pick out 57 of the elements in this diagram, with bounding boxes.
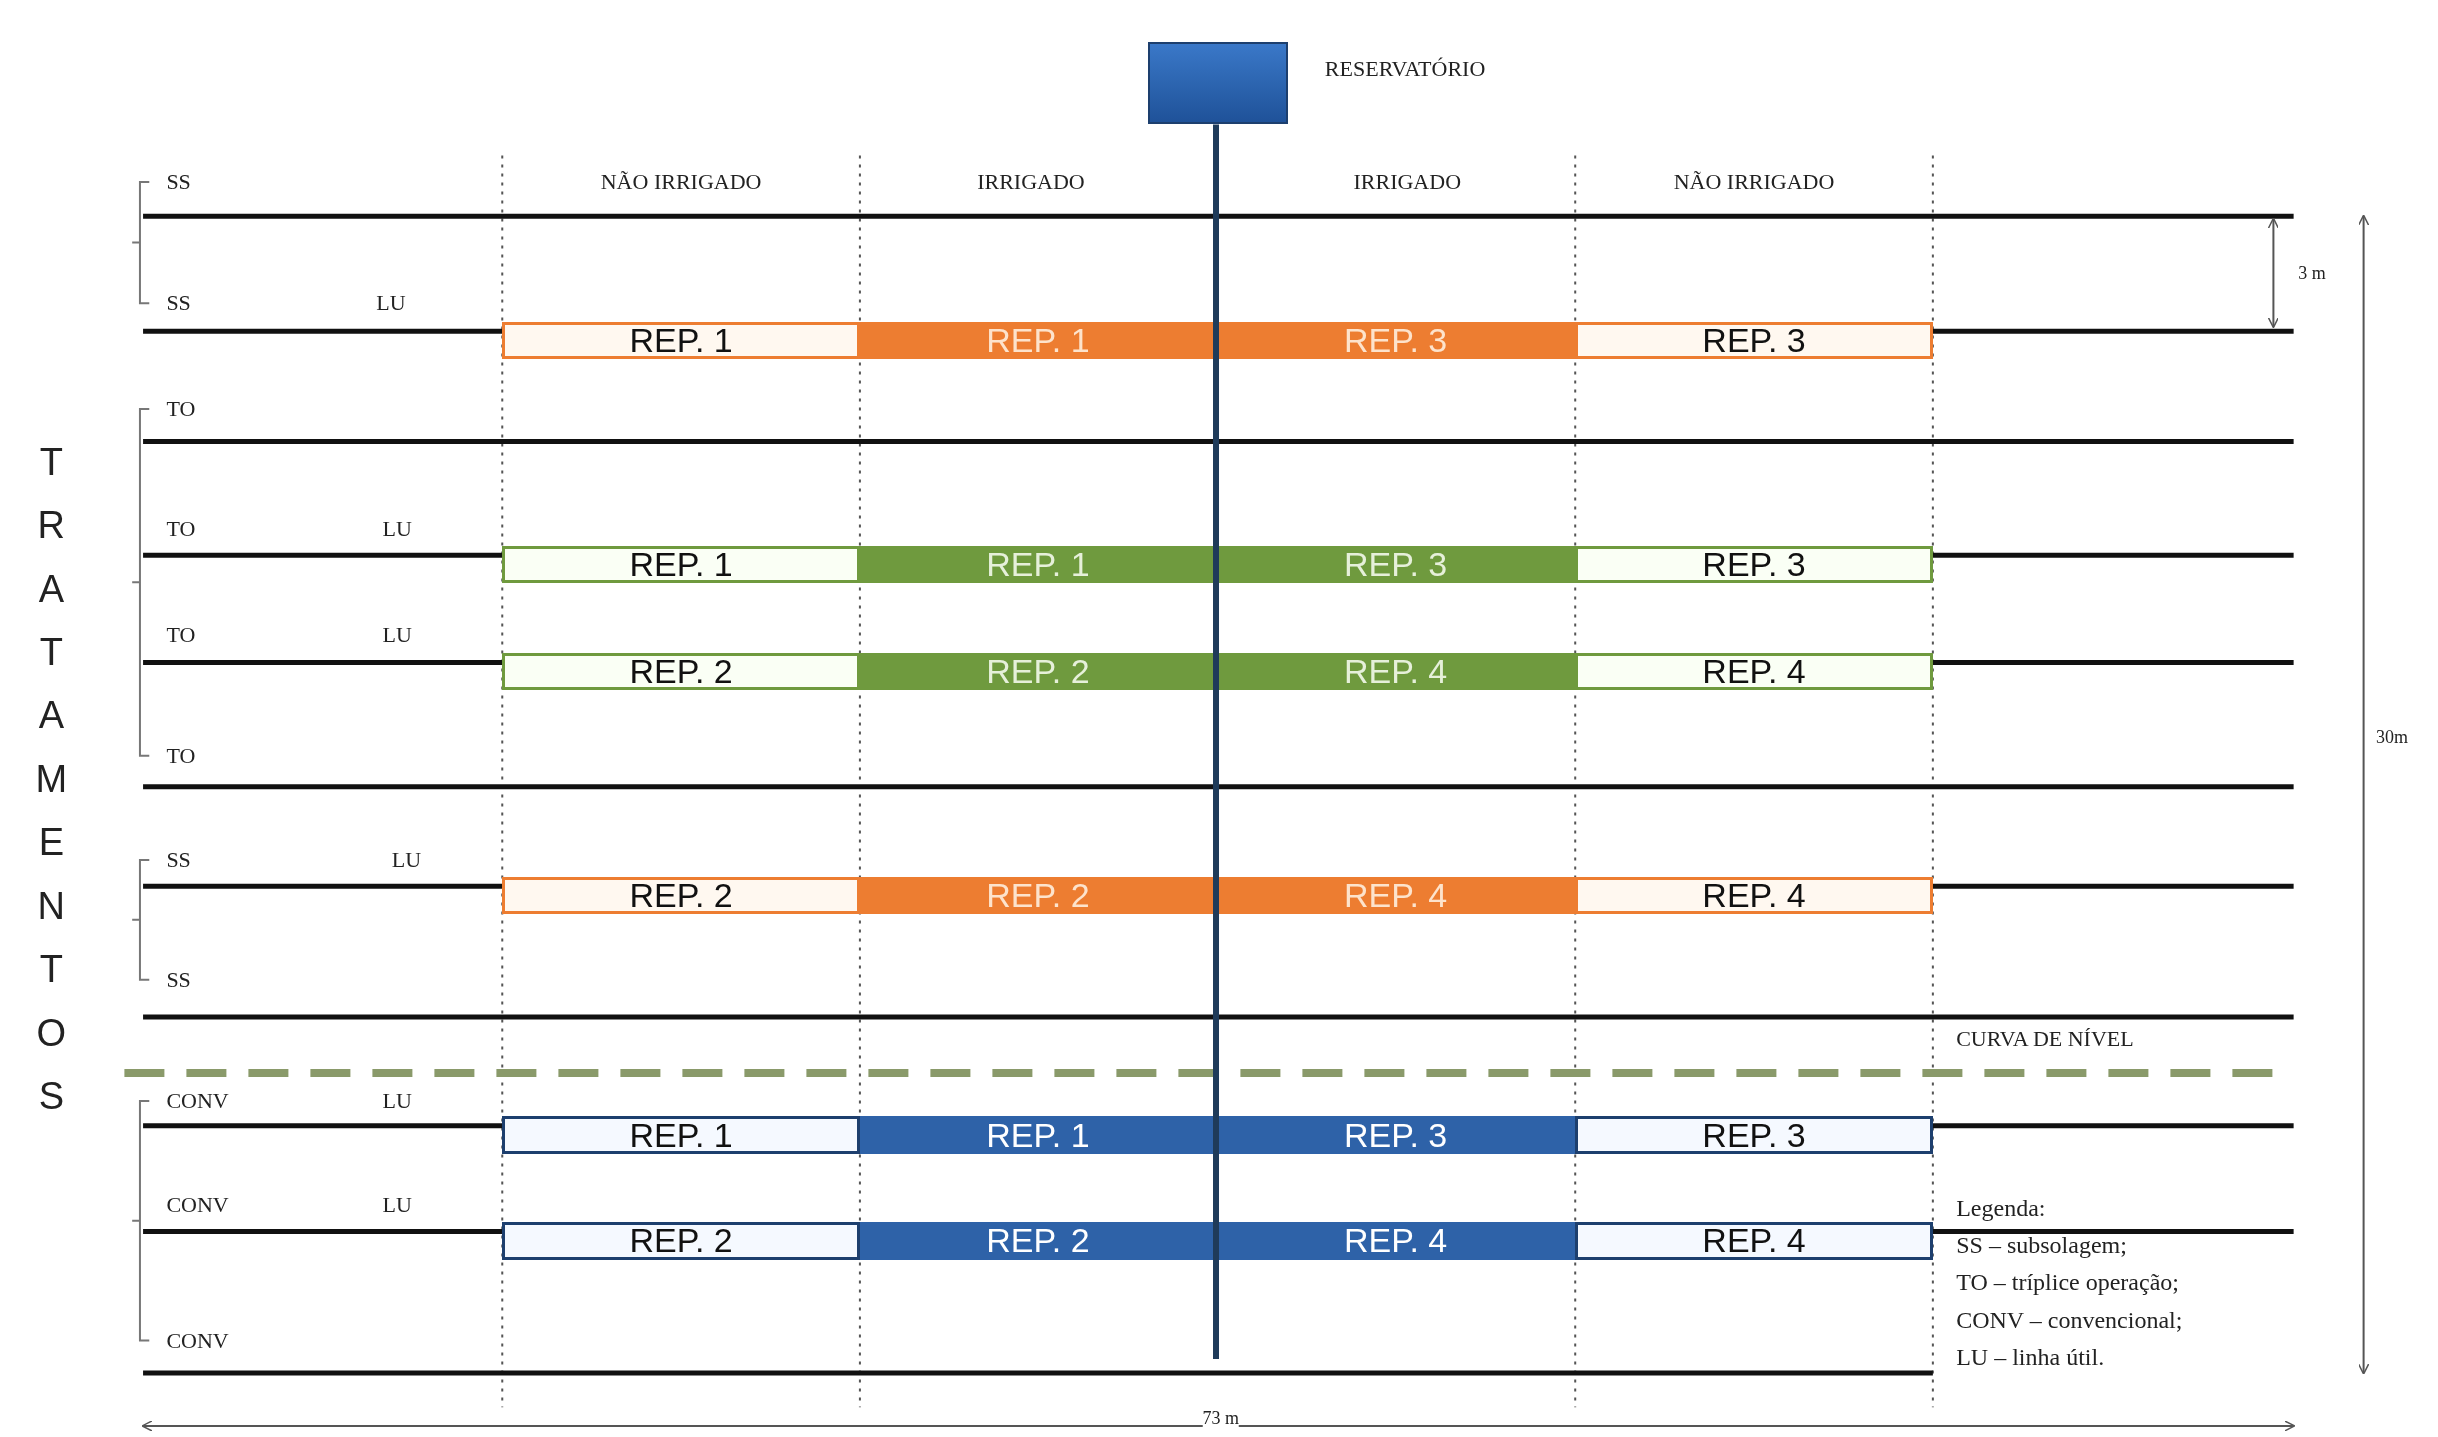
plot-box: REP. 4: [1216, 1222, 1576, 1260]
plot-box: REP. 3: [1216, 1116, 1576, 1154]
plot-box: REP. 3: [1216, 545, 1576, 584]
plot-box: REP. 1: [502, 1116, 860, 1154]
column-header: NÃO IRRIGADO: [600, 171, 762, 194]
plot-box: REP. 3: [1575, 321, 1933, 360]
legend-title: Legenda:: [1956, 1195, 2046, 1220]
plot-box: REP. 4: [1575, 877, 1933, 915]
legend-entry: LU – linha útil.: [1956, 1345, 2105, 1370]
plot-box: REP. 1: [859, 545, 1216, 584]
legend-entry: TO – tríplice operação;: [1956, 1270, 2179, 1295]
row-label: SS: [166, 968, 191, 991]
vertical-title: TRATAMENTOS: [34, 439, 69, 1120]
column-header: IRRIGADO: [1353, 171, 1462, 194]
row-label: CONV: [166, 1090, 229, 1113]
plot-box: REP. 4: [1216, 653, 1576, 691]
reservoir-label: RESERVATÓRIO: [1324, 57, 1486, 80]
plot-box: REP. 4: [1575, 653, 1933, 691]
row-label: SS: [166, 849, 191, 871]
legend-entry: SS – subsolagem;: [1956, 1233, 2127, 1258]
row-label: TO: [166, 398, 196, 421]
plot-box: REP. 3: [1216, 321, 1576, 360]
row-label: TO: [166, 517, 196, 540]
plot-box: REP. 2: [859, 653, 1216, 691]
row-label: LU: [382, 517, 412, 540]
row-label: LU: [382, 623, 412, 646]
row-label: LU: [376, 292, 406, 315]
plot-box: REP. 4: [1216, 877, 1576, 915]
dimension-label: 3 m: [2298, 264, 2326, 283]
plot-box: REP. 3: [1575, 1116, 1933, 1154]
row-label: LU: [391, 849, 422, 871]
contour-label: CURVA DE NÍVEL: [1956, 1027, 2134, 1050]
row-label: SS: [166, 292, 191, 315]
row-label: CONV: [166, 1329, 229, 1352]
legend-entry: CONV – convencional;: [1956, 1307, 2183, 1332]
plot-box: REP. 1: [859, 321, 1216, 360]
row-label: TO: [166, 744, 196, 767]
plot-box: REP. 1: [859, 1116, 1216, 1154]
plot-box: REP. 3: [1575, 545, 1933, 584]
plot-box: REP. 2: [502, 653, 860, 691]
plot-box: REP. 2: [859, 1222, 1216, 1260]
column-header: IRRIGADO: [977, 171, 1085, 194]
column-header: NÃO IRRIGADO: [1673, 171, 1835, 194]
plot-box: REP. 1: [502, 545, 860, 584]
row-label: LU: [382, 1194, 412, 1217]
row-label: SS: [166, 171, 191, 194]
dimension-label: 73 m: [1202, 1408, 1239, 1427]
row-label: CONV: [166, 1194, 229, 1217]
dimension-label: 30m: [2376, 727, 2409, 746]
plot-box: REP. 2: [859, 877, 1216, 915]
plot-box: REP. 4: [1575, 1222, 1933, 1260]
plot-box: REP. 2: [502, 1222, 860, 1260]
plot-box: REP. 1: [502, 321, 860, 360]
plot-box: REP. 2: [502, 877, 860, 915]
row-label: LU: [382, 1090, 412, 1113]
reservoir-box: [1147, 42, 1288, 125]
row-label: TO: [166, 623, 196, 646]
